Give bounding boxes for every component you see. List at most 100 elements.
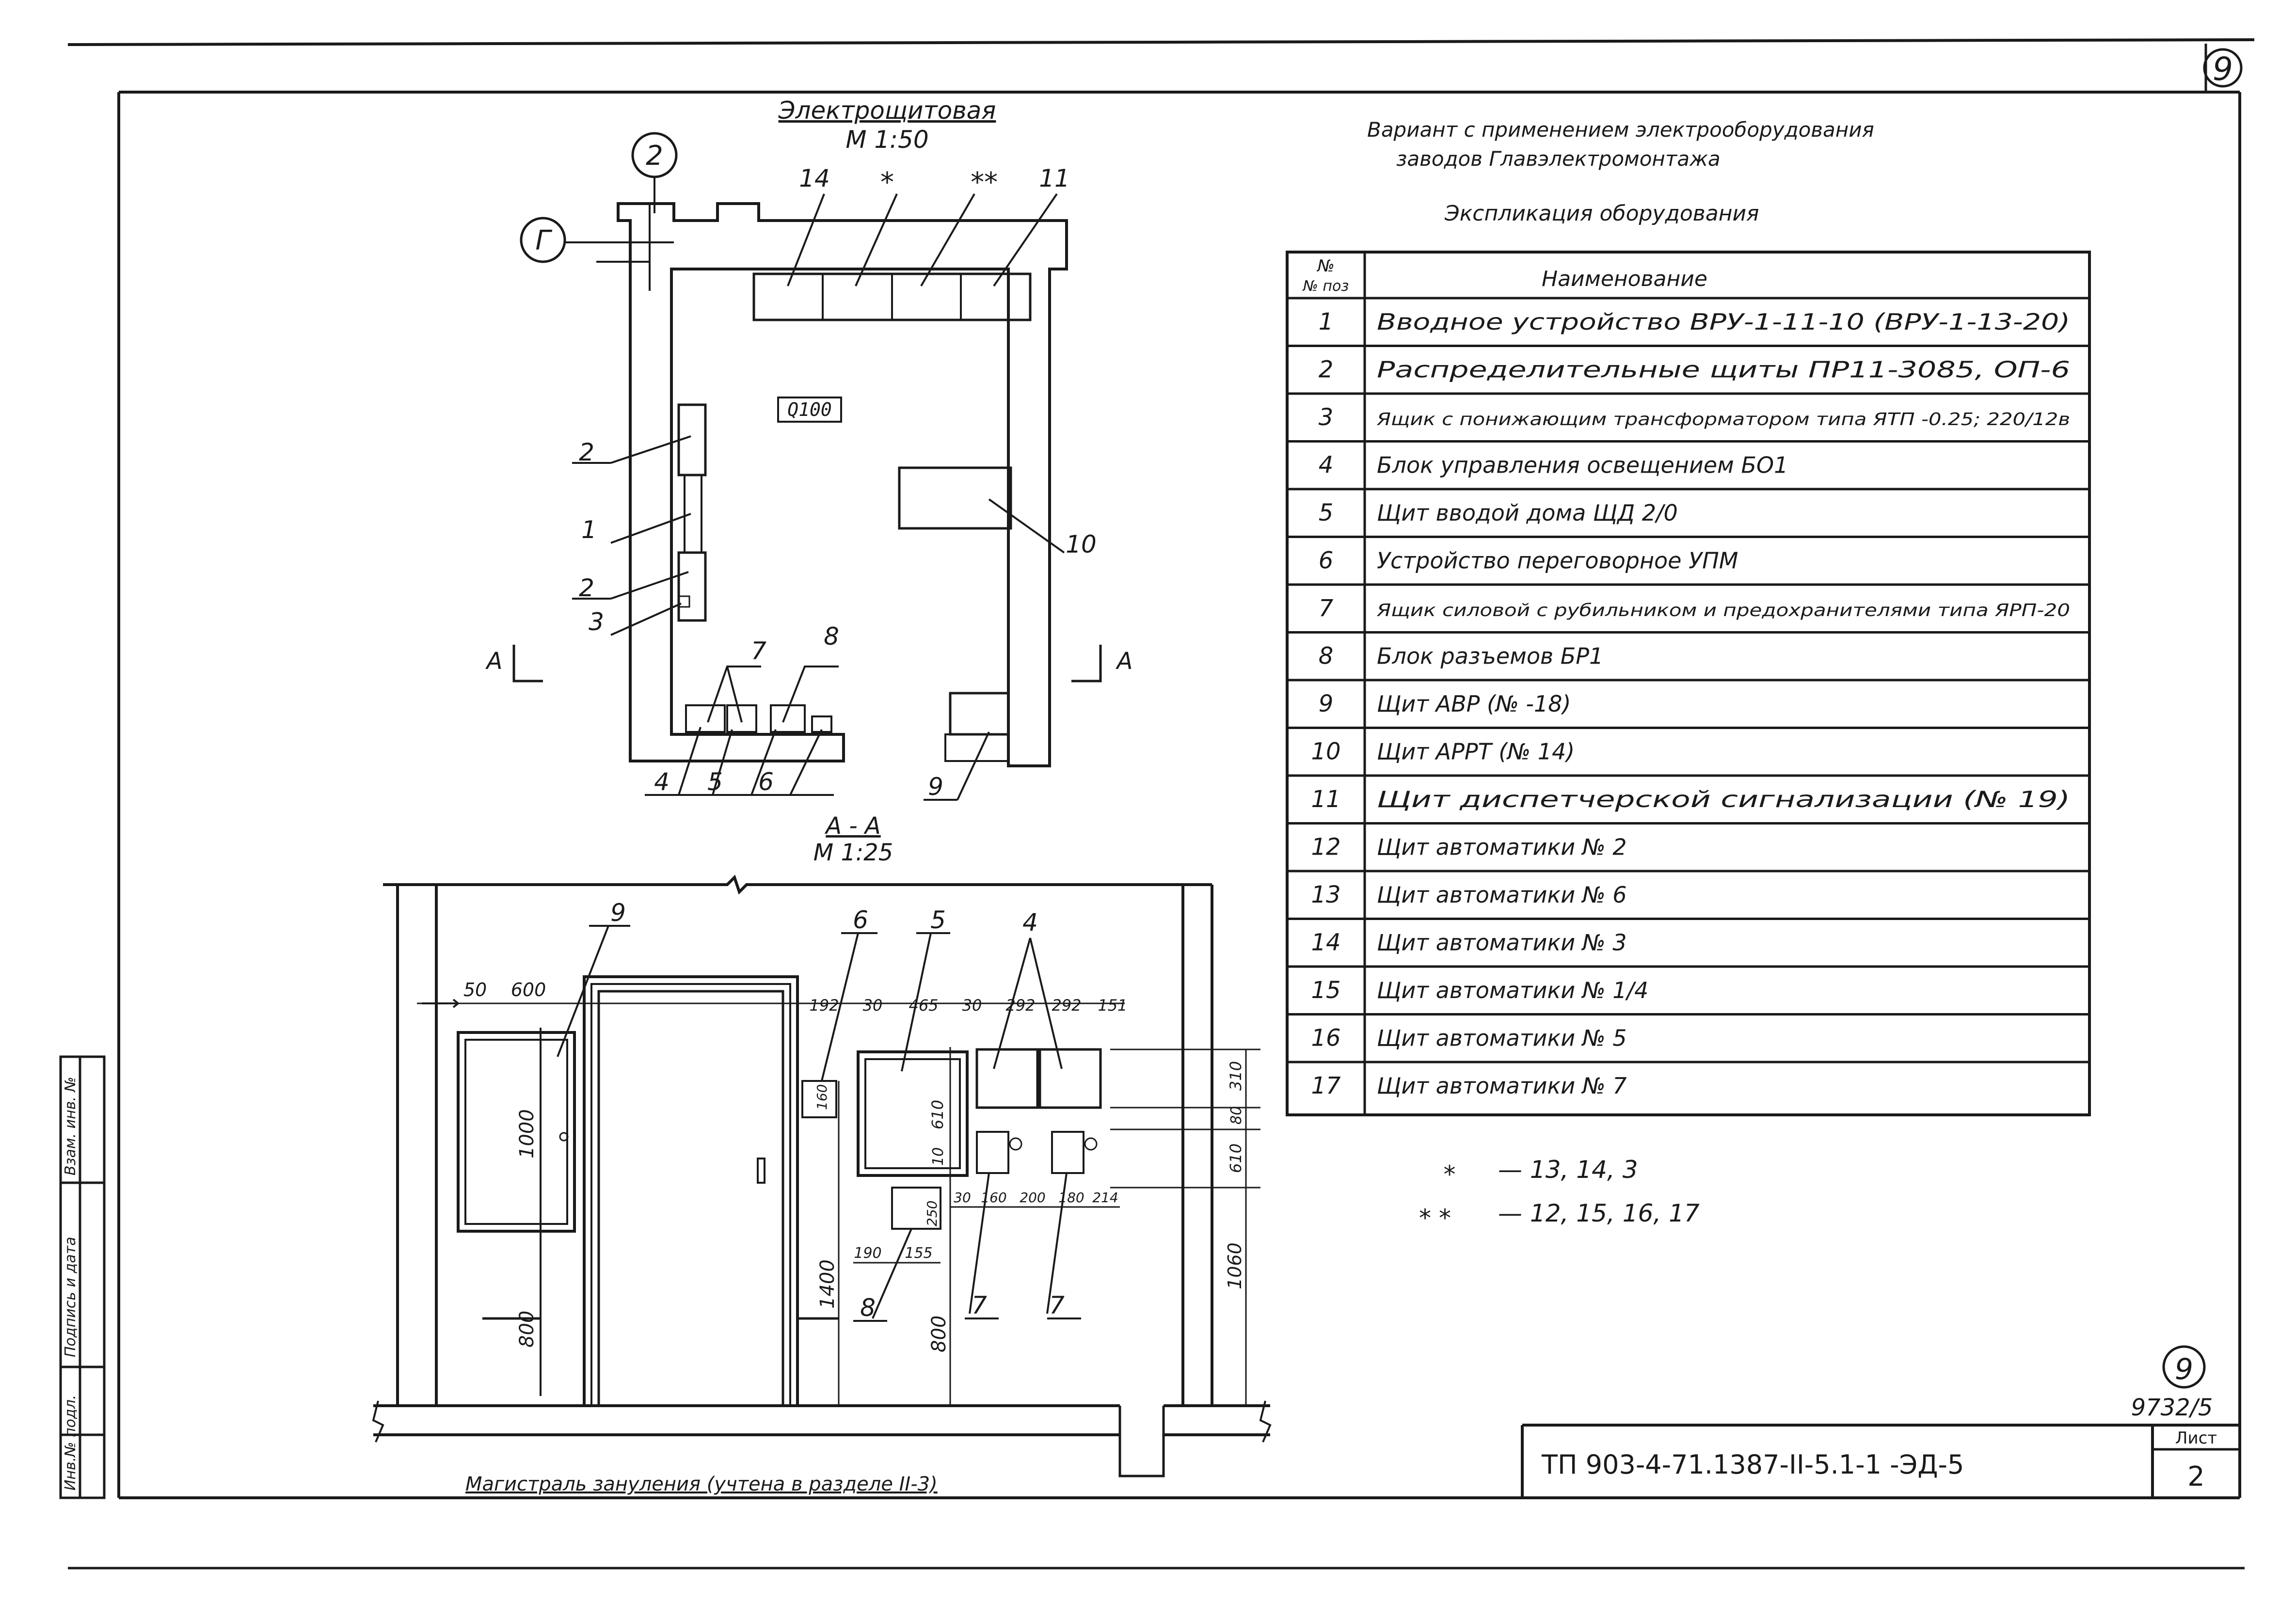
- section-dim-192: 192: [809, 996, 839, 1015]
- section-dim-214: 214: [1092, 1190, 1118, 1206]
- room-mark: Q100: [787, 399, 832, 420]
- table-row-pos: 11: [1311, 786, 1340, 813]
- section-mark-right: А: [1116, 648, 1133, 675]
- notes: * — 13, 14, 3 * * — 12, 15, 16, 17: [1419, 1156, 1700, 1232]
- table-row-pos: 5: [1319, 499, 1334, 526]
- section-dim-1400: 1400: [816, 1259, 839, 1309]
- table-row-pos: 8: [1319, 643, 1334, 670]
- section-dim-610a: 610: [928, 1100, 947, 1129]
- side-stamp-inv: Инв.№ подл.: [62, 1395, 79, 1491]
- note-2-mark: * *: [1419, 1204, 1451, 1232]
- table-row-name: Блок разъемов БР1: [1377, 643, 1603, 669]
- stamp-sheet-label: Лист: [2175, 1428, 2217, 1448]
- plan-callout-3: 3: [589, 608, 604, 636]
- stamp-sheet-num: 2: [2187, 1461, 2205, 1492]
- plan-callout-1: 1: [581, 516, 597, 544]
- sheet-badge-text: 9: [2213, 50, 2233, 88]
- table-row-name: Щит автоматики № 2: [1377, 834, 1626, 860]
- table-row-pos: 12: [1311, 834, 1340, 861]
- plan-callout-9: 9: [928, 773, 943, 801]
- section-dim-30a: 30: [863, 996, 883, 1015]
- table-row-pos: 6: [1319, 547, 1334, 574]
- section-dim-292b: 292: [1052, 996, 1081, 1015]
- table-row-pos: 2: [1319, 356, 1334, 383]
- section-callout-5: 5: [930, 906, 946, 934]
- axis-2-label: 2: [646, 140, 663, 172]
- section-dim-151: 151: [1098, 996, 1127, 1015]
- plan-callout-5: 5: [707, 768, 723, 796]
- section-callout-9: 9: [610, 899, 626, 927]
- table-row-name: Щит вводой дома ЩД 2/0: [1377, 500, 1678, 526]
- sheet-frame: [67, 38, 2255, 1570]
- table-row-name: Щит АРРТ (№ 14): [1377, 739, 1575, 765]
- table-row-name: Распределительные щиты ПР11-3085, ОП-6: [1377, 357, 2070, 383]
- ground-bus-note: Магистраль зануления (учтена в разделе I…: [465, 1473, 938, 1495]
- table-row-pos: 3: [1319, 404, 1334, 431]
- section-dim-800b: 800: [928, 1316, 950, 1352]
- table-row-name: Вводное устройство ВРУ-1-11-10 (ВРУ-1-13…: [1377, 309, 2070, 335]
- stamp-circle-num: 9: [2175, 1352, 2193, 1386]
- section-callout-7a: 7: [972, 1291, 987, 1319]
- section-dim-190: 190: [854, 1245, 881, 1262]
- section-dim-50: 50: [463, 979, 487, 1000]
- plan-callout-dstar: **: [971, 167, 998, 198]
- explication-table: Экспликация оборудования № № поз Наимено…: [1286, 201, 2091, 1116]
- table-row-pos: 17: [1311, 1072, 1341, 1099]
- section-dim-30c: 30: [954, 1190, 971, 1206]
- col-pos-header: № поз: [1302, 278, 1349, 295]
- section-dim-600: 600: [511, 979, 546, 1000]
- stamp-inv-num: 9732/5: [2131, 1394, 2213, 1421]
- note-2-text: — 12, 15, 16, 17: [1498, 1199, 1700, 1227]
- section-dim-10: 10: [930, 1147, 947, 1166]
- table-row-pos: 16: [1311, 1025, 1340, 1052]
- section-dim-160: 160: [814, 1084, 830, 1110]
- section-dim-310: 310: [1227, 1061, 1245, 1091]
- section-dim-250: 250: [924, 1201, 940, 1226]
- table-row-name: Щит автоматики № 6: [1377, 882, 1626, 908]
- plan-callout-10: 10: [1066, 530, 1097, 558]
- explication-title: Экспликация оборудования: [1444, 201, 1759, 226]
- plan-callout-11: 11: [1039, 164, 1070, 192]
- sheet-badge: 9: [2203, 48, 2243, 88]
- table-row-name: Щит автоматики № 3: [1377, 930, 1626, 956]
- plan-callout-4: 4: [654, 768, 670, 796]
- variant-line-2: заводов Главэлектромонтажа: [1396, 147, 1721, 171]
- section-callout-7b: 7: [1049, 1291, 1065, 1319]
- col-name-header: Наименование: [1542, 267, 1707, 291]
- note-1-text: — 13, 14, 3: [1498, 1156, 1638, 1184]
- side-stamp: Инв.№ подл. Подпись и дата Взам. инв. №: [59, 1055, 106, 1499]
- plan-scale: М 1:50: [845, 126, 928, 154]
- table-row-name: Блок управления освещением БО1: [1377, 452, 1788, 478]
- section-dim-1060: 1060: [1224, 1242, 1245, 1289]
- side-stamp-sign: Подпись и дата: [62, 1237, 79, 1358]
- section-dim-155: 155: [905, 1245, 932, 1262]
- plan-callout-6: 6: [758, 768, 774, 796]
- title-stamp: 9 9732/5 ТП 903-4-71.1387-II-5.1-1 -ЭД-5…: [1521, 1345, 2240, 1498]
- section-dim-180: 180: [1058, 1190, 1084, 1206]
- table-row-name: Щит диспетчерской сигнализации (№ 19): [1377, 786, 2070, 812]
- plan-title: Электрощитовая: [778, 96, 996, 125]
- table-row-name: Щит АВР (№ -18): [1377, 691, 1571, 717]
- table-row-pos: 4: [1319, 452, 1334, 479]
- table-row-pos: 14: [1311, 929, 1340, 956]
- plan-callout-7: 7: [751, 637, 766, 665]
- stamp-doc-code: ТП 903-4-71.1387-II-5.1-1 -ЭД-5: [1541, 1449, 1964, 1480]
- axis-g-label: Г: [535, 225, 552, 256]
- variant-line-1: Вариант с применением электрооборудовани…: [1367, 118, 1874, 142]
- section-title: А - А: [824, 812, 881, 840]
- section-scale: М 1:25: [813, 839, 893, 866]
- table-row-pos: 10: [1311, 738, 1340, 765]
- plan-callout-2b: 2: [579, 574, 594, 602]
- section-callout-8: 8: [860, 1294, 876, 1322]
- section-mark-left: А: [485, 648, 503, 675]
- table-row-name: Устройство переговорное УПМ: [1377, 548, 1738, 574]
- table-row-pos: 9: [1319, 690, 1334, 717]
- axis-g-marker: [520, 217, 566, 263]
- table-row-name: Щит автоматики № 7: [1377, 1073, 1626, 1099]
- section-dim-160b: 160: [981, 1190, 1006, 1206]
- variant-note: Вариант с применением электрооборудовани…: [1367, 118, 1874, 171]
- table-row-name: Ящик с понижающим трансформатором типа Я…: [1376, 410, 2070, 429]
- table-row-name: Щит автоматики № 5: [1377, 1025, 1626, 1051]
